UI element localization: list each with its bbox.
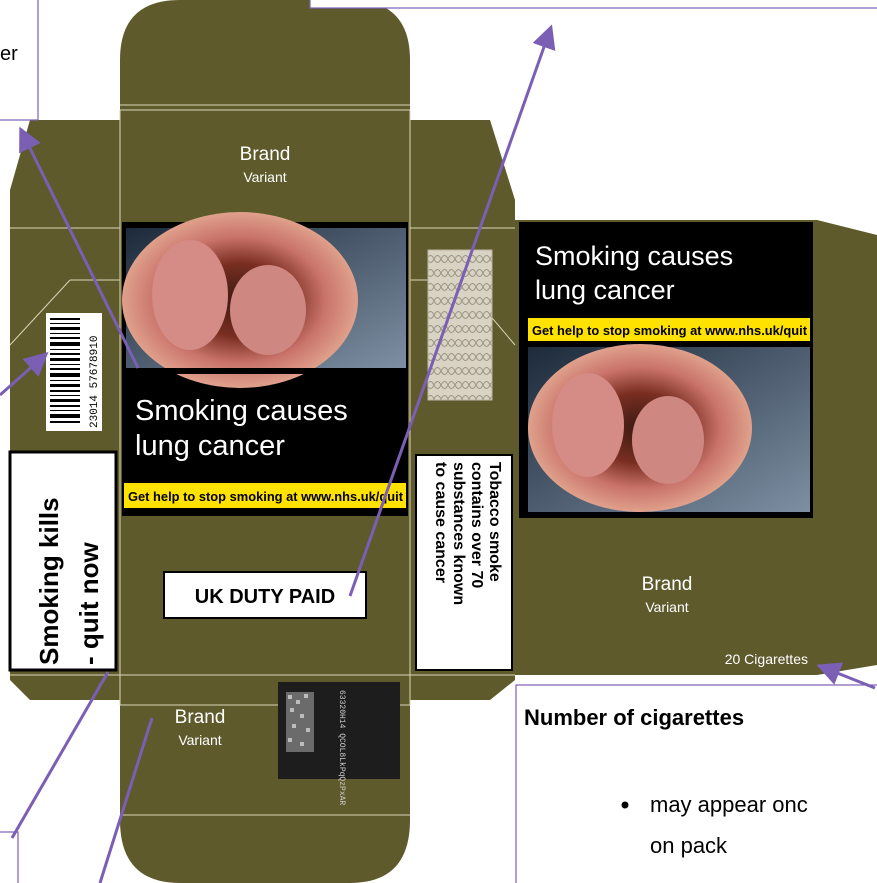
back-variant: Variant	[645, 599, 688, 615]
bottom-brand: Brand	[175, 707, 226, 728]
callout-number-bullet-1: may appear onc	[650, 792, 808, 817]
top-flap	[120, 0, 410, 110]
left-warning-box	[8, 450, 118, 672]
back-lung-image	[528, 344, 810, 512]
arrow-to-cigarette-count	[816, 662, 876, 690]
barcode: 23014 57678910	[46, 313, 102, 431]
duty-paid-text: UK DUTY PAID	[195, 586, 335, 608]
top-brand: Brand	[240, 144, 291, 165]
callout-top-left-text: er	[0, 43, 18, 65]
bottom-variant: Variant	[178, 732, 221, 748]
front-helpline-bar	[124, 483, 406, 508]
back-warning-line-2: lung cancer	[535, 275, 675, 305]
front-warning-line-1: Smoking causes	[135, 395, 348, 427]
tax-stamp	[427, 249, 493, 401]
bottom-tracking-code: 63320H14 QCOL8LkPqQzPxAR	[278, 682, 400, 805]
right-warning-line-2: contains over 70	[468, 462, 485, 588]
back-helpline-text: Get help to stop smoking at www.nhs.uk/q…	[532, 324, 808, 338]
right-warning-line-1: Tobacco smoke	[486, 462, 503, 582]
callout-box-top-center	[309, 0, 877, 9]
top-variant: Variant	[243, 169, 286, 185]
arrow-to-front-image	[19, 126, 140, 369]
front-lung-image	[122, 212, 406, 388]
arrow-from-left-warning	[10, 671, 110, 839]
back-brand: Brand	[642, 574, 693, 595]
callout-box-number	[515, 684, 877, 883]
duty-paid-label	[163, 571, 367, 619]
back-warning-line-1: Smoking causes	[535, 241, 733, 271]
right-warning-line-3: substances known	[450, 462, 467, 605]
bullet-dot	[621, 801, 629, 809]
left-warning-line-2: - quit now	[74, 541, 104, 665]
right-warning-box	[415, 454, 513, 671]
front-helpline-text: Get help to stop smoking at www.nhs.uk/q…	[128, 490, 404, 504]
back-cigarette-count: 20 Cigarettes	[725, 651, 808, 667]
back-helpline-bar	[528, 318, 810, 341]
callout-arrows	[0, 24, 876, 883]
back-side-flap	[817, 220, 877, 675]
right-warning-line-4: to cause cancer	[432, 462, 449, 583]
callout-box-bottom-left	[0, 831, 19, 883]
arrow-from-bottom-brand	[98, 717, 154, 883]
arrow-from-duty-paid	[348, 24, 556, 597]
callout-number-bullet-2: on pack	[650, 833, 728, 858]
arrow-to-barcode	[0, 352, 49, 397]
barcode-number: 23014 57678910	[89, 336, 101, 428]
callout-number-title: Number of cigarettes	[524, 705, 744, 730]
front-warning-line-2: lung cancer	[135, 430, 285, 462]
callout-box-top-left	[0, 0, 39, 121]
bottom-code-text: 63320H14 QCOL8LkPqQzPxAR	[337, 690, 346, 805]
left-warning-line-1: Smoking kills	[34, 497, 64, 665]
